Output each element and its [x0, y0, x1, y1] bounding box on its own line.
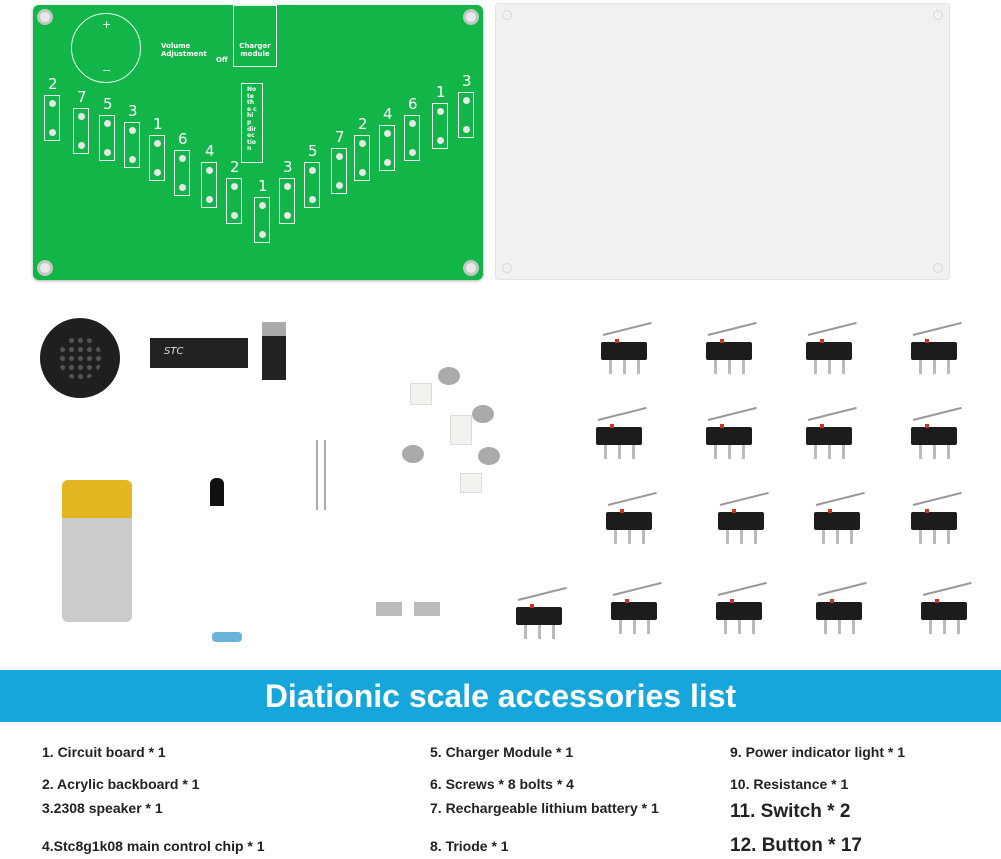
speaker [40, 318, 120, 398]
charger-footprint [233, 5, 277, 67]
micro-switch-button [590, 406, 652, 463]
key-number-label: 3 [462, 72, 472, 90]
key-number-label: 3 [283, 158, 293, 176]
accessory-list-item: 11. Switch * 2 [730, 801, 851, 822]
micro-switch-button [810, 581, 872, 638]
triode [210, 478, 224, 506]
key-footprint [331, 148, 347, 194]
slide-switch [376, 602, 402, 616]
key-number-label: 1 [153, 115, 163, 133]
key-footprint [99, 115, 115, 161]
key-footprint [73, 108, 89, 154]
speaker-outline [71, 13, 141, 83]
resistor [212, 632, 242, 642]
key-number-label: 6 [408, 95, 418, 113]
minus-label: − [102, 64, 112, 77]
key-footprint [254, 197, 270, 243]
key-footprint [124, 122, 140, 168]
chip-marking: STC [164, 346, 184, 357]
key-footprint [304, 162, 320, 208]
accessory-list-item: 10. Resistance * 1 [730, 776, 849, 792]
plus-label: + [102, 18, 112, 31]
accessory-list-item: 2. Acrylic backboard * 1 [42, 776, 200, 792]
key-footprint [458, 92, 474, 138]
slide-switch [414, 602, 440, 616]
accessory-list-item: 9. Power indicator light * 1 [730, 744, 906, 760]
key-number-label: 4 [205, 142, 215, 160]
key-number-label: 1 [436, 83, 446, 101]
micro-switch-button [905, 321, 967, 378]
circuit-board: + − Volume Adjustment Charger module Off… [33, 5, 483, 280]
accessory-list-item: 6. Screws * 8 bolts * 4 [430, 776, 574, 792]
key-number-label: 5 [103, 95, 113, 113]
lithium-battery [62, 480, 132, 622]
off-label: Off [216, 56, 228, 64]
micro-switch-button [905, 491, 967, 548]
key-number-label: 7 [335, 128, 345, 146]
key-footprint [432, 103, 448, 149]
micro-switch-button [605, 581, 667, 638]
mount-hole [463, 9, 479, 25]
key-footprint [149, 135, 165, 181]
key-footprint [279, 178, 295, 224]
mount-hole [37, 9, 53, 25]
micro-switch-button [808, 491, 870, 548]
key-footprint [226, 178, 242, 224]
accessory-list-item: 7. Rechargeable lithium battery * 1 [430, 800, 659, 816]
key-number-label: 5 [308, 142, 318, 160]
key-number-label: 4 [383, 105, 393, 123]
key-footprint [379, 125, 395, 171]
micro-switch-button [595, 321, 657, 378]
micro-switch-button [710, 581, 772, 638]
speaker-grille-icon [58, 336, 102, 380]
charger-label: Charger module [239, 42, 271, 58]
key-number-label: 6 [178, 130, 188, 148]
accessory-list-item: 1. Circuit board * 1 [42, 744, 166, 760]
main-control-chip: STC [150, 338, 248, 368]
mount-hole [463, 260, 479, 276]
key-footprint [404, 115, 420, 161]
key-number-label: 7 [77, 88, 87, 106]
chip-direction-label: Note the chip direction [247, 86, 257, 153]
micro-switch-button [800, 321, 862, 378]
accessory-list-item: 12. Button * 17 [730, 835, 862, 856]
micro-switch-button [600, 491, 662, 548]
volume-label: Volume Adjustment [161, 42, 207, 58]
micro-switch-button [700, 321, 762, 378]
power-indicator-light [316, 440, 326, 510]
acrylic-backboard [495, 3, 950, 280]
key-number-label: 1 [258, 177, 268, 195]
screws-and-bolts [400, 365, 510, 493]
key-number-label: 2 [48, 75, 58, 93]
micro-switch-button [800, 406, 862, 463]
key-number-label: 2 [358, 115, 368, 133]
accessory-list-item: 3.2308 speaker * 1 [42, 800, 163, 816]
banner-title: Diationic scale accessories list [0, 670, 1001, 722]
micro-switch-button [905, 406, 967, 463]
key-number-label: 2 [230, 158, 240, 176]
key-footprint [44, 95, 60, 141]
charger-module [262, 322, 286, 380]
micro-switch-button [915, 581, 977, 638]
micro-switch-button [700, 406, 762, 463]
mount-hole [37, 260, 53, 276]
micro-switch-button [712, 491, 774, 548]
accessory-list-item: 4.Stc8g1k08 main control chip * 1 [42, 838, 265, 854]
chip-footprint [241, 83, 263, 163]
key-number-label: 3 [128, 102, 138, 120]
key-footprint [201, 162, 217, 208]
micro-switch-button [510, 586, 572, 643]
key-footprint [354, 135, 370, 181]
key-footprint [174, 150, 190, 196]
accessory-list-item: 8. Triode * 1 [430, 838, 509, 854]
accessory-list-item: 5. Charger Module * 1 [430, 744, 574, 760]
